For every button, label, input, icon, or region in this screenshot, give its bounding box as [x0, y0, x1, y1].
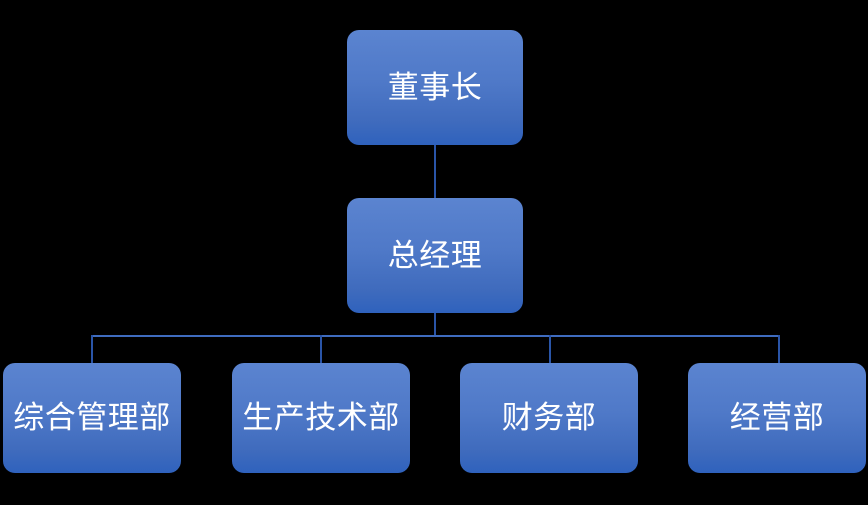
org-node-operations-dept[interactable]: 经营部 [688, 363, 866, 473]
connector-drop-operations-dept [778, 335, 780, 365]
org-node-general-manager-label: 总经理 [387, 237, 483, 273]
connector-general-manager-stem [434, 313, 436, 337]
org-node-general-admin-dept[interactable]: 综合管理部 [3, 363, 181, 473]
connector-drop-general-admin-dept [91, 335, 93, 365]
org-node-general-manager[interactable]: 总经理 [347, 198, 523, 313]
org-node-general-admin-dept-label: 综合管理部 [13, 400, 171, 436]
connector-drop-finance-dept [549, 335, 551, 365]
connector-drop-production-tech-dept [320, 335, 322, 365]
org-node-operations-dept-label: 经营部 [729, 400, 825, 436]
org-node-production-tech-dept-label: 生产技术部 [242, 400, 400, 436]
org-node-production-tech-dept[interactable]: 生产技术部 [232, 363, 410, 473]
connector-chairman-to-general-manager [434, 145, 436, 198]
org-node-finance-dept[interactable]: 财务部 [460, 363, 638, 473]
org-node-finance-dept-label: 财务部 [501, 400, 597, 436]
org-node-chairman[interactable]: 董事长 [347, 30, 523, 145]
connector-horizontal-bus [91, 335, 780, 337]
org-node-chairman-label: 董事长 [387, 69, 483, 105]
